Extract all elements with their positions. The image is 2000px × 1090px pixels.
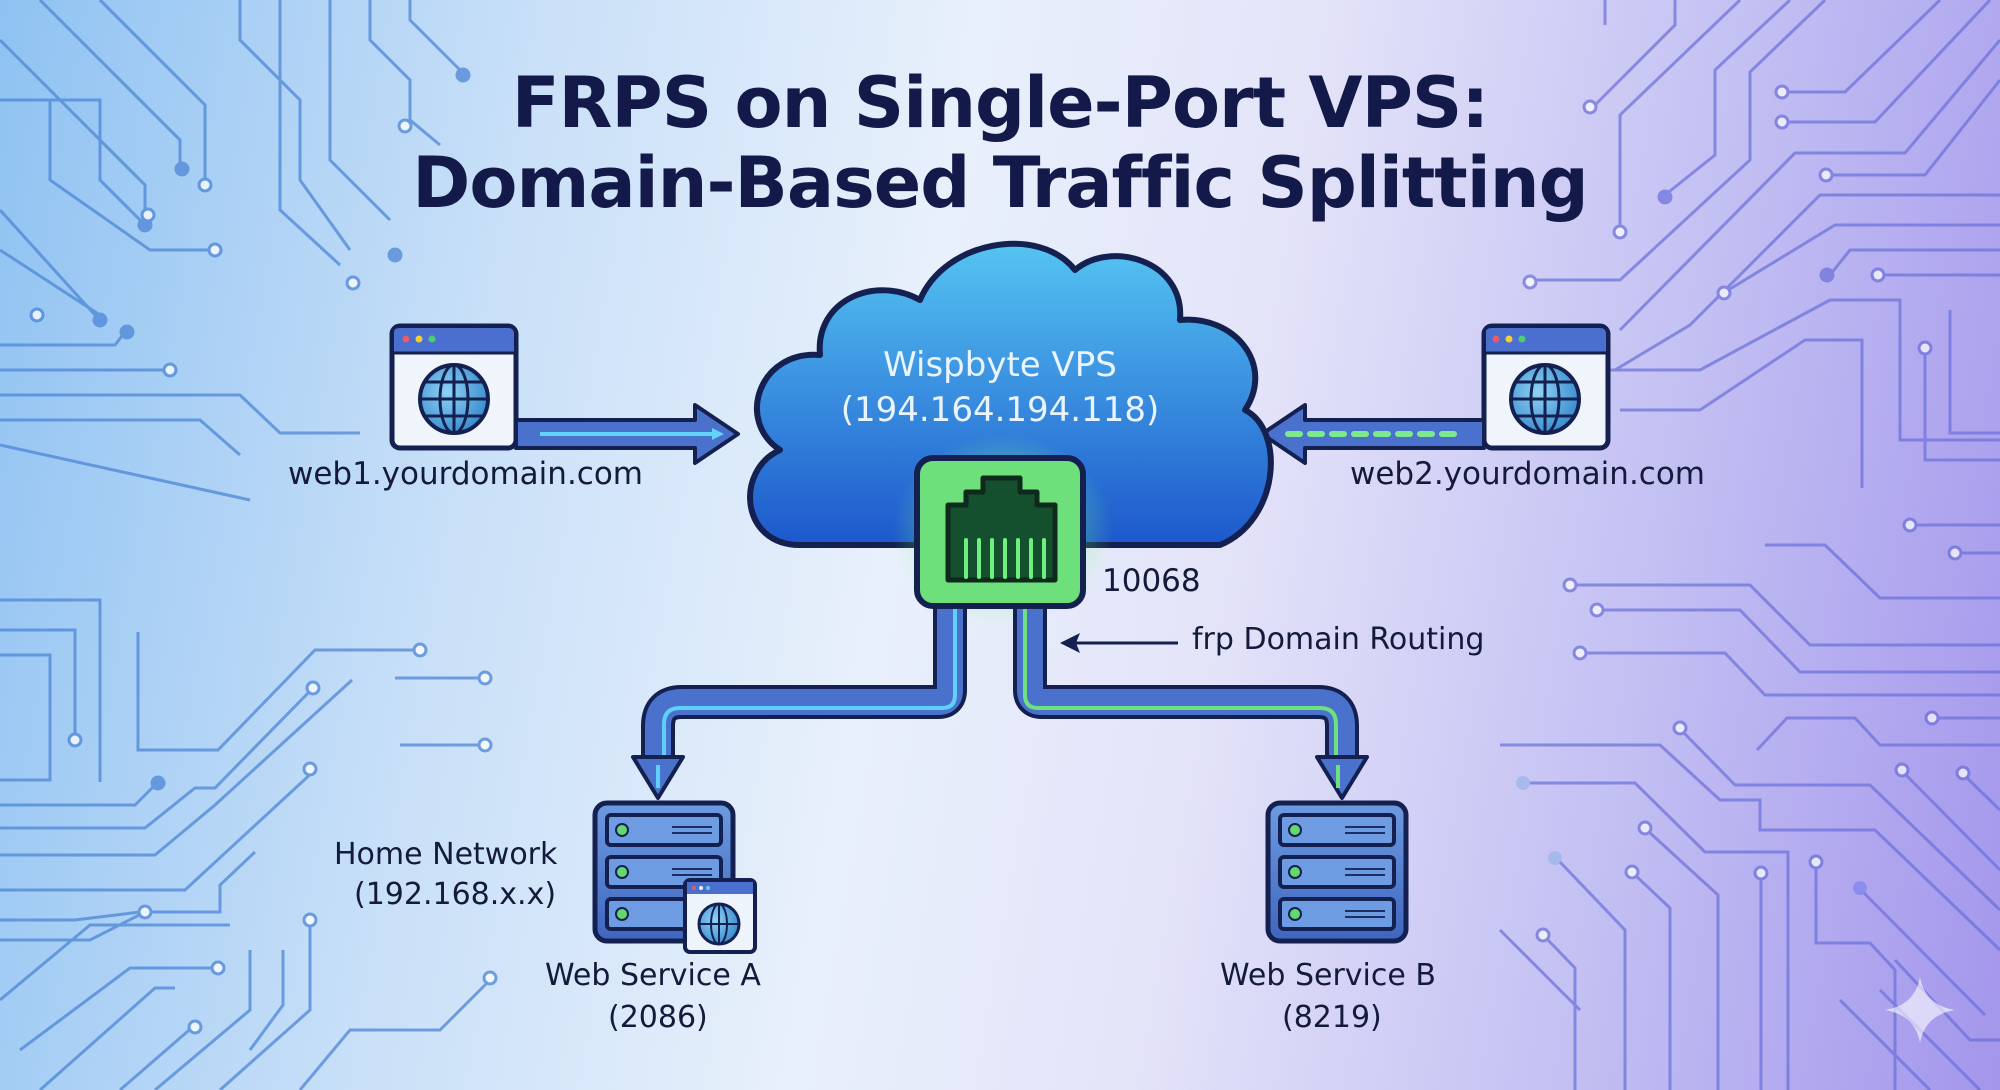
web-service-b-port: (8219) — [1282, 1000, 1382, 1035]
title-line-1: FRPS on Single-Port VPS: — [511, 62, 1490, 144]
vps-name: Wispbyte VPS — [883, 345, 1117, 385]
home-network-subnet: (192.168.x.x) — [354, 877, 557, 912]
client-web2-browser-icon[interactable] — [1481, 323, 1611, 451]
circuit-traces-right — [1498, 0, 2000, 1090]
vps-ip: (194.164.194.118) — [840, 390, 1160, 430]
ethernet-port-icon[interactable] — [914, 455, 1086, 609]
globe-icon — [1509, 363, 1581, 435]
arrow-web1-to-vps — [514, 403, 740, 465]
circuit-traces-left — [0, 0, 498, 1090]
web-service-b-name: Web Service B — [1220, 958, 1436, 993]
vps-port-label: 10068 — [1102, 563, 1201, 599]
web-service-b-server-icon[interactable] — [1265, 800, 1409, 944]
web-service-a-server-icon[interactable] — [592, 800, 757, 954]
browser-globe-icon — [683, 878, 757, 954]
routing-pipes — [631, 600, 1369, 800]
routing-pointer-arrow — [1060, 633, 1178, 653]
routing-label: frp Domain Routing — [1192, 622, 1485, 657]
globe-icon — [418, 363, 490, 435]
title-line-2: Domain-Based Traffic Splitting — [412, 142, 1588, 224]
web-service-a-name: Web Service A — [545, 958, 761, 993]
web2-domain-label: web2.yourdomain.com — [1350, 456, 1706, 492]
sparkle-icon — [1885, 977, 1955, 1043]
web1-domain-label: web1.yourdomain.com — [288, 456, 644, 492]
home-network-label: Home Network — [334, 837, 558, 872]
vps-cloud[interactable] — [747, 240, 1274, 548]
web-service-a-port: (2086) — [608, 1000, 708, 1035]
arrow-web2-to-vps — [1260, 403, 1486, 465]
client-web1-browser-icon[interactable] — [389, 323, 519, 451]
